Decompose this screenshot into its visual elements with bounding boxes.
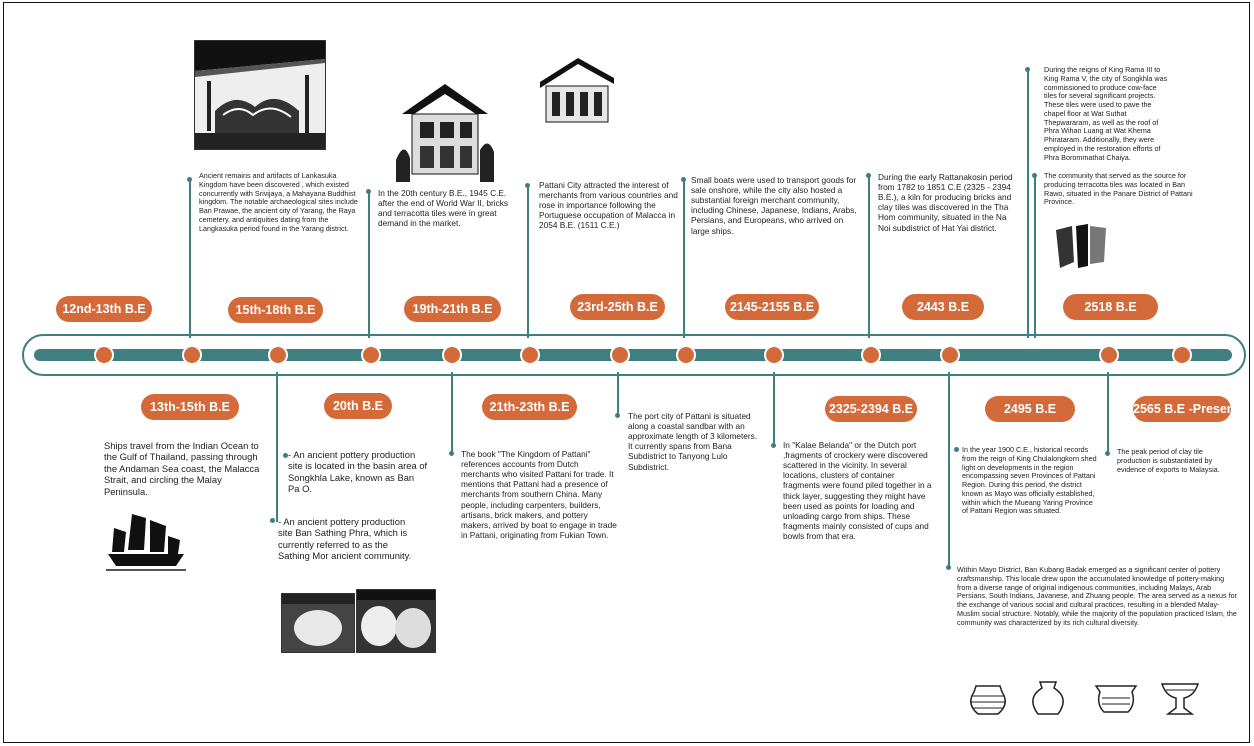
note-ww2: In the 20th century B.E., 1945 C.E. afte… (378, 188, 509, 229)
connector-line (868, 176, 870, 338)
note-mayo-district: Within Mayo District, Ban Kubang Badak e… (957, 565, 1237, 627)
connector-dot (283, 453, 288, 458)
connector-line (189, 180, 191, 338)
note-year-1900: In the year 1900 C.E., historical record… (962, 445, 1097, 516)
era-label: 12nd-13th B.E (56, 296, 152, 322)
connector-dot (866, 173, 871, 178)
pottery-sketch-icon (966, 684, 1010, 716)
era-label: 2518 B.E (1063, 294, 1158, 320)
era-label: 2145-2155 B.E (725, 294, 819, 320)
connector-line (527, 186, 529, 338)
connector-line (1107, 372, 1109, 454)
era-label: 20th B.E (324, 393, 392, 419)
note-malacca: Pattani City attracted the interest of m… (539, 180, 678, 231)
timeline-dot (610, 345, 630, 365)
note-port-city: The port city of Pattani is situated alo… (628, 411, 758, 472)
timeline-dot (1172, 345, 1192, 365)
era-label: 23rd-25th B.E (570, 294, 665, 320)
note-kalae-belanda: In "Kalae Belanda" or the Dutch port ,fr… (783, 440, 932, 541)
era-label: 15th-18th B.E (228, 297, 323, 323)
note-kiln: During the early Rattanakosin period fro… (878, 172, 1013, 233)
connector-dot (946, 565, 951, 570)
note-songkhla-tiles: During the reigns of King Rama III to Ki… (1044, 65, 1168, 162)
connector-dot (1025, 67, 1030, 72)
connector-dot (954, 447, 959, 452)
era-label: 2495 B.E (985, 396, 1075, 422)
timeline-dot (268, 345, 288, 365)
timeline-track (34, 349, 1232, 361)
connector-dot (771, 443, 776, 448)
pottery-sketch-icon (1092, 684, 1140, 714)
note-ships: Ships travel from the Indian Ocean to th… (104, 440, 260, 497)
connector-dot (449, 451, 454, 456)
connector-dot (615, 413, 620, 418)
pottery-site-photo (281, 593, 355, 653)
note-small-boats: Small boats were used to transport goods… (691, 175, 857, 236)
note-kingdom-of-pattani: The book "The Kingdom of Pattani" refere… (461, 449, 617, 540)
junk-ship-icon (106, 510, 186, 576)
timeline-dot (1099, 345, 1119, 365)
era-label: 2443 B.E (902, 294, 984, 320)
timeline-dot (361, 345, 381, 365)
timeline-dot (861, 345, 881, 365)
pottery-site-photo (356, 589, 436, 653)
connector-line (683, 180, 685, 338)
connector-line (617, 372, 619, 416)
pottery-sketch-icon (1158, 680, 1202, 718)
connector-line (773, 372, 775, 446)
connector-dot (187, 177, 192, 182)
note-peak-period: The peak period of clay tile production … (1117, 447, 1220, 474)
era-label: 2325-2394 B.E (825, 396, 917, 422)
terracotta-tiles-photo (1052, 222, 1108, 272)
era-label: 19th-21th B.E (404, 296, 501, 322)
era-label: 13th-15th B.E (141, 394, 239, 420)
timeline-dot (940, 345, 960, 365)
connector-line (948, 372, 950, 568)
connector-line (1027, 70, 1029, 338)
old-house-photo (396, 80, 494, 182)
timeline-dot (442, 345, 462, 365)
connector-line (1034, 176, 1036, 338)
connector-dot (681, 177, 686, 182)
timeline-dot (94, 345, 114, 365)
note-lankasuka: Ancient remains and artifacts of Lankasu… (199, 171, 358, 233)
connector-line (276, 372, 278, 522)
pottery-sketch-icon (1026, 680, 1070, 718)
ruins-photo (194, 40, 326, 150)
connector-line (368, 192, 370, 338)
connector-dot (1032, 173, 1037, 178)
note-ban-rawo: The community that served as the source … (1044, 171, 1193, 207)
era-label: 21th-23th B.E (482, 394, 577, 420)
building-photo (538, 56, 616, 128)
connector-dot (525, 183, 530, 188)
connector-dot (366, 189, 371, 194)
note-ban-sathing-phra: - An ancient pottery production site Ban… (278, 516, 412, 562)
connector-dot (1105, 451, 1110, 456)
connector-line (451, 372, 453, 454)
era-label: 2565 B.E -Present (1133, 396, 1239, 422)
page-frame (3, 2, 1250, 743)
note-ban-pa-o: - An ancient pottery production site is … (288, 449, 428, 495)
timeline-dot (182, 345, 202, 365)
timeline-dot (764, 345, 784, 365)
connector-dot (270, 518, 275, 523)
timeline-dot (676, 345, 696, 365)
timeline-dot (520, 345, 540, 365)
